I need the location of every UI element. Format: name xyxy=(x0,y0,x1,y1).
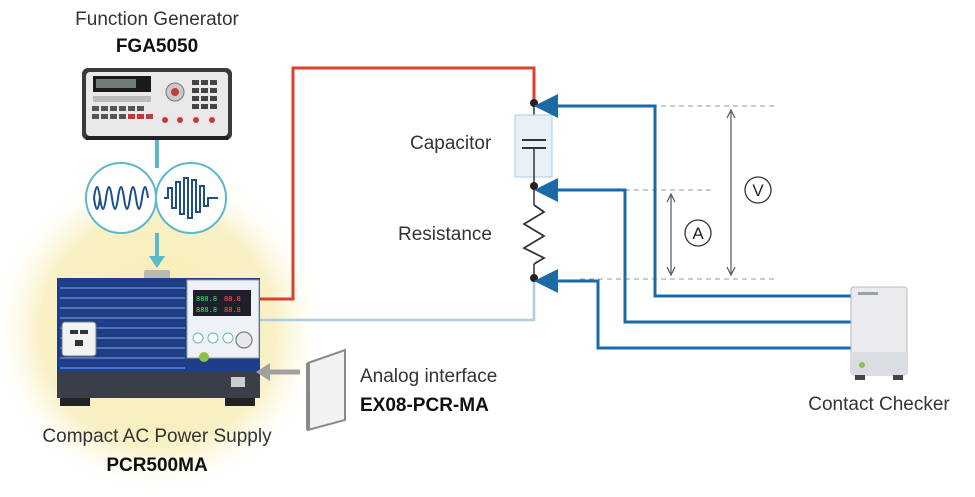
positive-wire xyxy=(260,66,536,301)
voltage-meter-symbol: V xyxy=(752,181,764,200)
svg-text:88.8: 88.8 xyxy=(224,295,241,303)
node-top xyxy=(530,99,538,107)
function-generator-model: FGA5050 xyxy=(115,36,199,57)
svg-text:888.8: 888.8 xyxy=(196,295,217,303)
pulse-waveform-bubble xyxy=(155,162,227,234)
svg-text:88.8: 88.8 xyxy=(224,306,241,314)
sense-wire-bottom xyxy=(534,269,851,350)
capacitor-label: Capacitor xyxy=(410,133,492,154)
analog-interface-model: EX08-PCR-MA xyxy=(360,395,489,416)
voltage-range-arrow xyxy=(726,108,736,277)
svg-text:888.8: 888.8 xyxy=(196,306,217,314)
node-middle xyxy=(530,182,538,190)
sense-wire-middle xyxy=(534,178,851,324)
resistance-label: Resistance xyxy=(398,224,492,245)
sense-wire-top xyxy=(534,94,851,298)
resistor-symbol xyxy=(522,204,546,265)
power-supply-title: Compact AC Power Supply xyxy=(42,426,272,447)
contact-checker-label: Contact Checker xyxy=(808,394,950,415)
contact-checker-device xyxy=(850,286,908,380)
node-bottom xyxy=(530,274,538,282)
power-supply-model: PCR500MA xyxy=(106,455,208,476)
ammeter-symbol: A xyxy=(692,224,704,243)
power-supply-device: 888.8 888.8 88.8 88.8 xyxy=(57,270,260,406)
sine-waveform-bubble xyxy=(85,162,157,234)
ammeter-icon xyxy=(684,219,712,247)
analog-interface-title: Analog interface xyxy=(360,366,498,387)
voltage-meter-icon xyxy=(744,176,772,204)
function-generator-device xyxy=(82,68,232,140)
function-generator-title: Function Generator xyxy=(75,9,239,30)
current-range-arrow xyxy=(666,192,676,277)
analog-interface-card xyxy=(306,348,346,432)
